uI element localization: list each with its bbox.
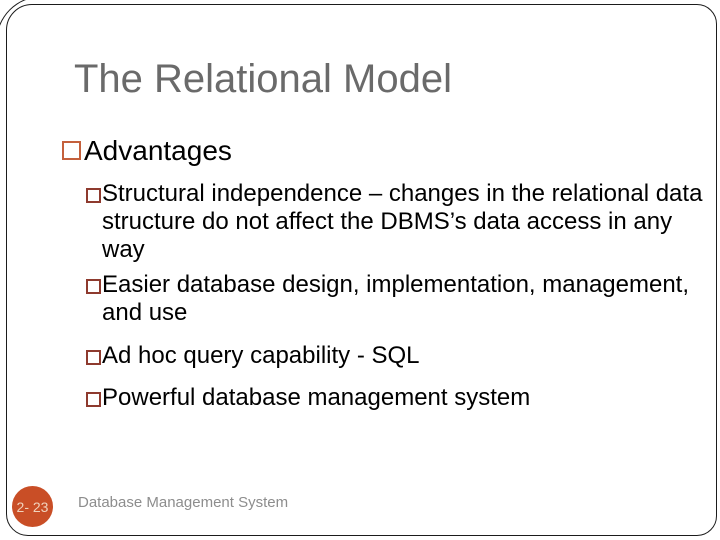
square-bullet-icon (86, 279, 101, 294)
square-bullet-icon (86, 392, 101, 407)
bullet-text: Powerful database management system (102, 384, 531, 411)
bullet-item-powerful-dbms: Powerful database management system (86, 384, 714, 412)
footer-title: Database Management System (78, 494, 289, 511)
bullet-list: Advantages Structural independence – cha… (62, 134, 714, 412)
bullet-item-ad-hoc-query: Ad hoc query capability - SQL (86, 342, 714, 370)
slide-number-badge: 2- 23 (12, 486, 53, 527)
slide-title: The Relational Model (74, 57, 452, 101)
bullet-item-advantages: Advantages (62, 134, 714, 168)
square-bullet-icon (62, 141, 81, 160)
bullet-text: Structural independence – changes in the… (102, 180, 703, 263)
bullet-text: Advantages (84, 135, 232, 166)
square-bullet-icon (86, 188, 101, 203)
bullet-text: Ad hoc query capability - SQL (102, 342, 420, 369)
bullet-item-easier-design: Easier database design, implementation, … (86, 271, 714, 327)
bullet-item-structural-independence: Structural independence – changes in the… (86, 180, 714, 264)
bullet-text: Easier database design, implementation, … (102, 271, 690, 326)
square-bullet-icon (86, 350, 101, 365)
corner-arc-decoration (0, 0, 42, 42)
slide-number: 2- 23 (16, 498, 49, 515)
